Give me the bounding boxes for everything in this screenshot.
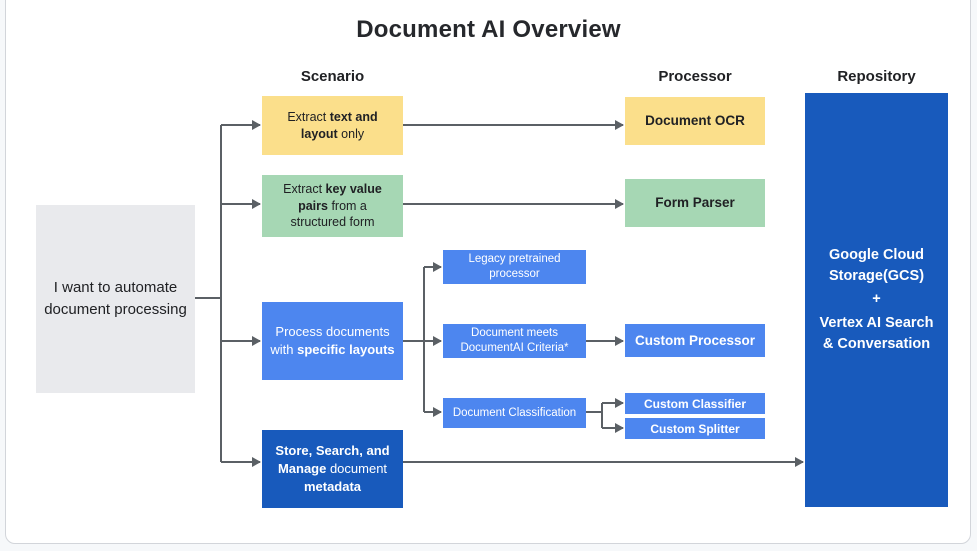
node-layouts-label: Process documents with specific layouts (270, 323, 395, 357)
node-document-classification: Document Classification (443, 398, 586, 428)
node-intro: I want to automate document processing (36, 205, 195, 393)
repository-line2: Vertex AI Search & Conversation (819, 314, 934, 352)
repository-plus: + (872, 291, 881, 308)
node-classifier-label: Custom Classifier (643, 396, 747, 411)
node-process-specific-layouts: Process documents with specific layouts (262, 302, 403, 380)
node-custom-splitter: Custom Splitter (625, 418, 765, 439)
diagram-title: Document AI Overview (356, 16, 621, 43)
node-store-label: Store, Search, and Manage document metad… (275, 442, 390, 495)
node-intro-label: I want to automate document processing (44, 279, 187, 318)
node-repository-gcs-vertex: Google Cloud Storage(GCS) + Vertex AI Se… (805, 93, 948, 507)
repository-line1: Google Cloud Storage(GCS) (828, 247, 925, 285)
node-extract-key-value: Extract key value pairs from a structure… (262, 175, 403, 237)
node-key-value-label: Extract key value pairs from a structure… (283, 181, 382, 230)
node-document-ocr: Document OCR (625, 97, 765, 145)
column-header-scenario: Scenario (300, 68, 365, 85)
node-document-meets-criteria: Document meets DocumentAI Criteria* (443, 324, 586, 358)
node-custom-processor: Custom Processor (625, 324, 765, 357)
node-form-parser: Form Parser (625, 179, 765, 227)
node-form-parser-label: Form Parser (655, 194, 735, 210)
column-header-processor: Processor (658, 68, 732, 85)
node-legacy-pretrained-processor: Legacy pretrained processor (443, 250, 586, 284)
node-extract-text-layout: Extract text and layout only (262, 96, 403, 155)
node-custom-classifier: Custom Classifier (625, 393, 765, 414)
node-custom-processor-label: Custom Processor (634, 333, 756, 348)
node-legacy-label: Legacy pretrained processor (468, 253, 561, 280)
column-header-repository: Repository (837, 68, 916, 85)
node-ocr-label: Document OCR (645, 112, 745, 128)
node-splitter-label: Custom Splitter (650, 421, 740, 436)
node-classification-label: Document Classification (452, 406, 577, 419)
node-extract-text-label: Extract text and layout only (287, 109, 378, 141)
node-meets-label: Document meets DocumentAI Criteria* (460, 327, 569, 354)
node-store-search-manage: Store, Search, and Manage document metad… (262, 430, 403, 508)
